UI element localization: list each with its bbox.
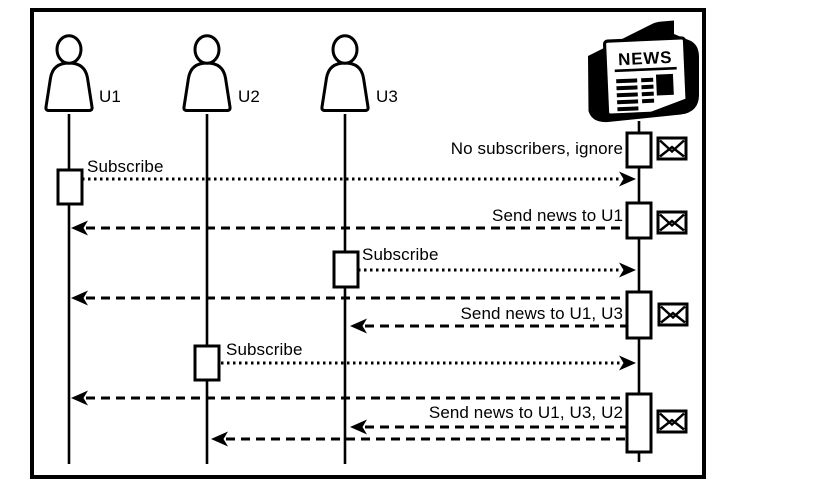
- newspaper-text-lines: [616, 73, 674, 112]
- envelope-icon: [656, 136, 688, 161]
- send-news-arrow-to-u3-2: [350, 419, 627, 435]
- message-label-send-news-u1-u3: Send news to U1, U3: [460, 304, 623, 323]
- subscribe-arrow-u1: [82, 171, 636, 187]
- activation-news-4: [625, 392, 653, 454]
- envelope-icon: [656, 409, 688, 434]
- activation-u1: [56, 168, 84, 206]
- message-label-subscribe-u3: Subscribe: [362, 245, 439, 264]
- message-label-subscribe-u1: Subscribe: [87, 157, 164, 176]
- actor-label-u1: U1: [99, 87, 121, 106]
- newspaper-icon: NEWS: [588, 20, 699, 123]
- message-label-send-news-u1-u3-u2: Send news to U1, U3, U2: [428, 403, 623, 422]
- person-icon: [320, 34, 370, 112]
- send-news-arrow-to-u1-1: [71, 220, 627, 236]
- person-icon: [182, 34, 232, 112]
- send-news-arrow-to-u2: [211, 431, 627, 447]
- activation-news-1: [625, 131, 653, 169]
- news-masthead-underline: [614, 66, 677, 73]
- actor-label-u3: U3: [376, 87, 398, 106]
- message-label-send-news-u1: Send news to U1: [492, 206, 623, 225]
- send-news-arrow-to-u1-2: [71, 290, 627, 306]
- activation-u3: [332, 250, 360, 289]
- send-news-arrow-to-u1-3: [71, 390, 627, 406]
- activation-news-2: [625, 201, 653, 240]
- subscribe-arrow-u3: [358, 262, 636, 278]
- subscribe-arrow-u2: [221, 355, 636, 371]
- activation-u2: [193, 344, 221, 382]
- send-news-arrow-to-u3-1: [350, 318, 627, 334]
- activation-news-3: [625, 290, 653, 340]
- message-label-no-subscribers: No subscribers, ignore: [450, 139, 623, 158]
- message-label-subscribe-u2: Subscribe: [226, 340, 303, 359]
- envelope-icon: [657, 302, 689, 327]
- person-icon: [44, 34, 94, 112]
- envelope-icon: [656, 210, 688, 235]
- actor-label-u2: U2: [238, 87, 260, 106]
- news-masthead: NEWS: [618, 48, 673, 69]
